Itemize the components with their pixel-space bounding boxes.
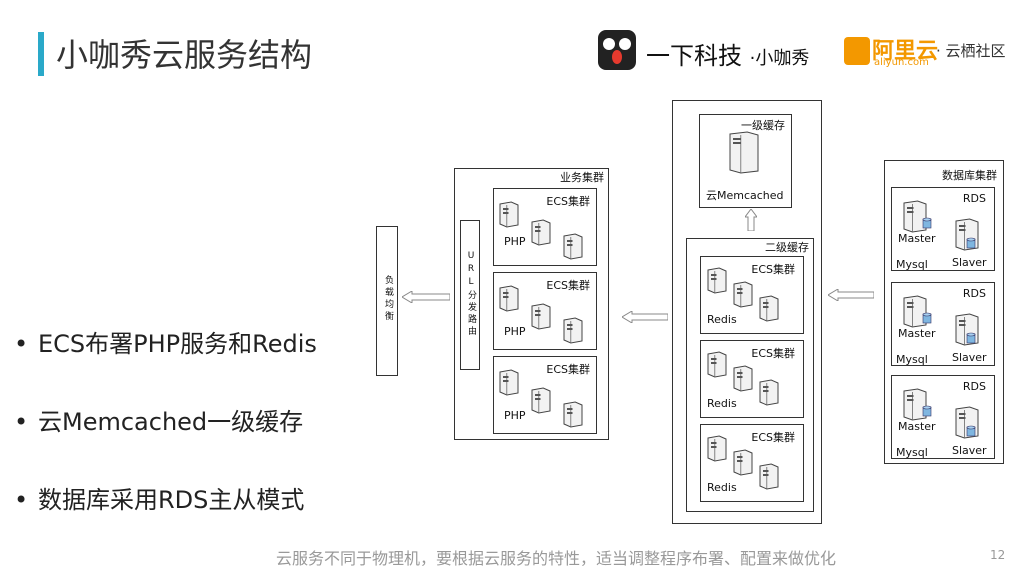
server-icon — [563, 317, 583, 344]
rds-title: RDS — [962, 380, 986, 393]
title-accent-bar — [38, 32, 44, 76]
slide-title: 小咖秀云服务结构 — [56, 36, 313, 74]
server-icon — [759, 463, 779, 490]
l2-cache-title: 二级缓存 — [765, 241, 809, 254]
redis-label: Redis — [707, 397, 737, 410]
rds-title: RDS — [962, 287, 986, 300]
brand-yixia-name: 一下科技 — [646, 42, 742, 70]
ecs-group-title: ECS集群 — [751, 263, 795, 276]
yunqi-community: · 云栖社区 — [936, 42, 1006, 60]
database-icon — [966, 332, 976, 344]
ecs-group-title: ECS集群 — [751, 431, 795, 444]
server-icon — [707, 435, 727, 462]
brand-xiaokaxiu: 小咖秀 — [755, 48, 810, 69]
slaver-label: Slaver — [952, 351, 987, 364]
server-icon — [759, 379, 779, 406]
business-cluster-title: 业务集群 — [560, 171, 604, 184]
load-balancer-box: 负载均衡 — [376, 226, 398, 376]
slaver-label: Slaver — [952, 256, 987, 269]
bullet-item: •数据库采用RDS主从模式 — [14, 486, 305, 514]
server-icon — [733, 281, 753, 308]
redis-label: Redis — [707, 313, 737, 326]
server-icon — [733, 365, 753, 392]
server-icon — [903, 295, 927, 328]
mysql-label: Mysql — [896, 353, 928, 366]
l1-cache-title: 一级缓存 — [741, 119, 785, 132]
brand-yixia: 一下科技 ·小咖秀 — [646, 36, 809, 71]
db-cluster-title: 数据库集群 — [942, 169, 997, 182]
ecs-group-title: ECS集群 — [546, 195, 590, 208]
server-icon — [499, 285, 519, 312]
arrow-left-icon — [828, 289, 874, 301]
server-icon — [499, 201, 519, 228]
arrow-left-icon — [402, 291, 450, 303]
server-icon — [531, 303, 551, 330]
database-icon — [922, 312, 932, 324]
database-icon — [922, 405, 932, 417]
brand-separator: · — [749, 48, 756, 69]
server-icon — [531, 387, 551, 414]
yixia-logo-icon — [598, 30, 636, 70]
business-ecs-group: ECS集群 PHP — [493, 272, 597, 350]
ecs-group-title: ECS集群 — [751, 347, 795, 360]
server-icon — [707, 267, 727, 294]
server-icon — [759, 295, 779, 322]
database-icon — [966, 237, 976, 249]
arrow-up-icon — [745, 209, 757, 231]
master-label: Master — [898, 232, 936, 245]
url-router-box: URL分发路由 — [460, 220, 480, 370]
redis-label: Redis — [707, 481, 737, 494]
php-label: PHP — [504, 235, 526, 248]
server-icon — [531, 219, 551, 246]
rds-title: RDS — [962, 192, 986, 205]
arrow-left-icon — [622, 311, 668, 323]
master-label: Master — [898, 420, 936, 433]
page-number: 12 — [990, 548, 1006, 562]
server-icon — [733, 449, 753, 476]
ecs-group-title: ECS集群 — [546, 363, 590, 376]
database-icon — [922, 217, 932, 229]
php-label: PHP — [504, 409, 526, 422]
mysql-label: Mysql — [896, 258, 928, 271]
url-router-label: URL分发路由 — [466, 251, 476, 338]
server-icon — [707, 351, 727, 378]
aliyun-logo-text: 阿里云 — [872, 39, 939, 64]
slide-footer: 云服务不同于物理机，要根据云服务的特性，适当调整程序布署、配置来做优化 — [276, 549, 837, 568]
aliyun-domain: aliyun.com — [874, 57, 929, 68]
mysql-label: Mysql — [896, 446, 928, 459]
master-label: Master — [898, 327, 936, 340]
server-icon — [903, 200, 927, 233]
server-icon — [499, 369, 519, 396]
memcached-label: 云Memcached — [706, 189, 784, 202]
bullet-item: •云Memcached一级缓存 — [14, 408, 304, 436]
server-icon — [729, 131, 759, 174]
load-balancer-label: 负载均衡 — [383, 275, 393, 323]
bullet-item: •ECS布署PHP服务和Redis — [14, 330, 317, 358]
server-icon — [563, 401, 583, 428]
ecs-group-title: ECS集群 — [546, 279, 590, 292]
php-label: PHP — [504, 325, 526, 338]
server-icon — [563, 233, 583, 260]
slaver-label: Slaver — [952, 444, 987, 457]
server-icon — [903, 388, 927, 421]
database-icon — [966, 425, 976, 437]
aliyun-logo-icon — [844, 37, 870, 65]
